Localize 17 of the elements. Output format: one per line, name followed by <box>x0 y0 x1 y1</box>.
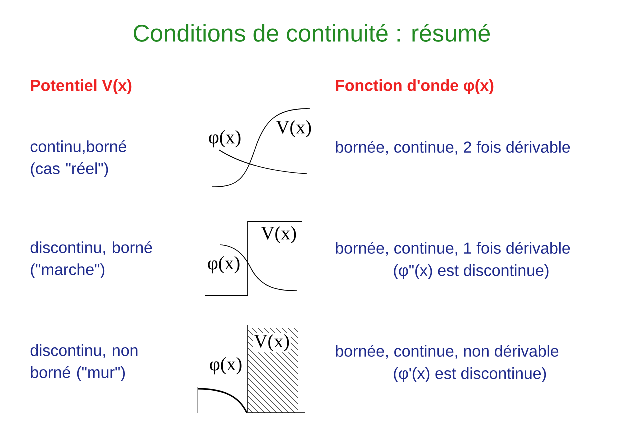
property-text: (φ"(x) est discontinue) <box>394 264 549 280</box>
column-heading: Fonction d'onde φ(x) <box>336 80 494 94</box>
title: Conditions de continuité : résumé <box>134 24 490 42</box>
curve-label: V(x) <box>276 120 312 138</box>
condition-text: continu,borné (cas "réel") <box>30 140 126 178</box>
column-heading: Potentiel V(x) <box>31 80 132 94</box>
curve-label: V(x) <box>253 333 291 353</box>
curve-label: φ(x) <box>210 357 242 375</box>
condition-text: discontinu, borné ("marche") <box>30 241 152 279</box>
property-text: bornée, continue, non dérivable <box>336 345 559 359</box>
curve-label: φ(x) <box>208 256 240 274</box>
property-text: (φ'(x) est discontinue) <box>394 368 546 382</box>
property-text: bornée, continue, 2 fois dérivable <box>336 141 570 155</box>
curve-label: φ(x) <box>209 130 241 148</box>
property-text: bornée, continue, 1 fois dérivable <box>336 242 570 256</box>
condition-text: discontinu, non borné ("mur") <box>30 344 138 382</box>
curve-label: V(x) <box>261 226 296 244</box>
